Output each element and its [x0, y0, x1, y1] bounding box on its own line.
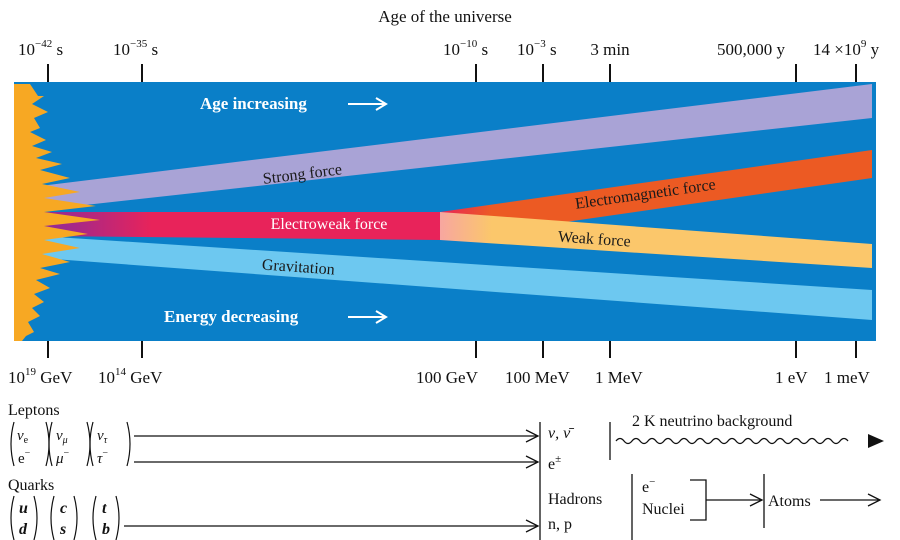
- bottom-tick-4: 100 MeV: [505, 368, 570, 387]
- big-bang-burst: [14, 84, 100, 341]
- electroweak-force-label: Electroweak force: [271, 216, 388, 233]
- hadrons-label: Hadrons: [548, 491, 602, 508]
- gravitation-label: Gravitation: [261, 256, 335, 278]
- bottom-tick-3: 100 GeV: [416, 368, 479, 387]
- bottom-tick-6: 1 eV: [775, 368, 808, 387]
- lepton-gen2-bottom: μ−: [55, 448, 70, 467]
- nuclei-label: Nuclei: [642, 501, 685, 518]
- neutrinos-label: ν, ν̄: [548, 425, 574, 442]
- bottom-tick-7: 1 meV: [824, 368, 871, 387]
- age-increasing-arrow: Age increasing: [200, 94, 388, 113]
- top-tick-3: 10−10 s: [443, 38, 488, 59]
- atoms-label: Atoms: [768, 493, 811, 510]
- weak-force-band: [440, 212, 872, 268]
- lepton-gen1-top: νe: [17, 428, 29, 446]
- electromagnetic-band: [440, 150, 872, 240]
- particle-section: Leptons νe e− νμ μ− ντ τ− Quarks u d: [8, 402, 884, 540]
- quarks-label: Quarks: [8, 477, 54, 494]
- quark-doublets: u d c s t b: [10, 495, 120, 540]
- lepton-doublets: νe e− νμ μ− ντ τ−: [10, 421, 131, 467]
- top-tick-1: 10−42 s: [18, 38, 63, 59]
- quark-d: d: [19, 521, 28, 538]
- quark-b: b: [102, 521, 110, 538]
- lepton-gen1-bottom: e−: [18, 448, 31, 467]
- strong-force-band: [40, 84, 872, 210]
- bottom-tick-2: 1014 GeV: [98, 366, 163, 387]
- leptons-label: Leptons: [8, 402, 60, 419]
- quark-s: s: [59, 521, 66, 538]
- top-tick-5: 3 min: [590, 40, 630, 59]
- gravitation-band: [40, 236, 872, 320]
- top-tick-7: 14 ×109 y: [813, 38, 880, 59]
- quark-c: c: [60, 500, 67, 517]
- quark-u: u: [19, 500, 28, 517]
- neutrino-wavy-arrow: [615, 437, 849, 445]
- energy-decreasing-arrow: Energy decreasing: [164, 307, 388, 326]
- quark-t: t: [102, 500, 107, 517]
- bottom-tick-5: 1 MeV: [595, 368, 643, 387]
- diagram-title: Age of the universe: [378, 7, 512, 26]
- age-increasing-label: Age increasing: [200, 94, 307, 113]
- lepton-gen2-top: νμ: [56, 428, 68, 446]
- top-axis: 10−42 s 10−35 s 10−10 s 10−3 s 3 min 500…: [18, 38, 880, 82]
- top-tick-6: 500,000 y: [717, 40, 786, 59]
- top-tick-2: 10−35 s: [113, 38, 158, 59]
- bottom-tick-1: 1019 GeV: [8, 366, 73, 387]
- electrons-label: e±: [548, 453, 561, 473]
- energy-decreasing-label: Energy decreasing: [164, 307, 299, 326]
- electroweak-band: [40, 212, 440, 240]
- np-label: n, p: [548, 516, 572, 533]
- top-tick-4: 10−3 s: [517, 38, 557, 59]
- lepton-gen3-top: ντ: [97, 428, 108, 446]
- neutrino-background-label: 2 K neutrino background: [632, 413, 792, 430]
- lepton-gen3-bottom: τ−: [97, 448, 108, 467]
- weak-force-label: Weak force: [557, 228, 631, 250]
- bottom-axis: 1019 GeV 1014 GeV 100 GeV 100 MeV 1 MeV …: [8, 341, 871, 387]
- e-minus-label: e−: [642, 476, 655, 496]
